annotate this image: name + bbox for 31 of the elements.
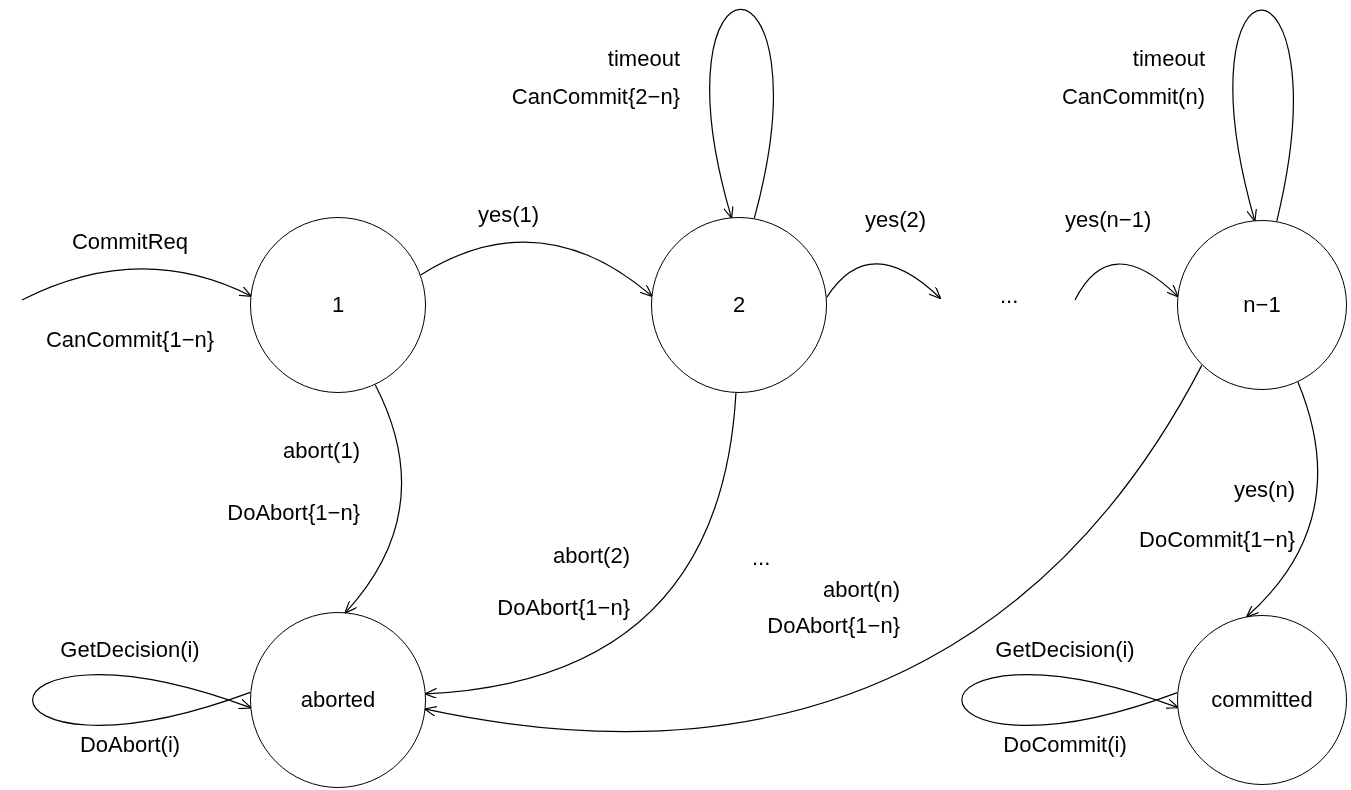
edge-label: yes(2) <box>865 206 927 234</box>
edge-label: yes(1) <box>478 201 540 229</box>
transition-arrow <box>961 674 1179 726</box>
edge-label: abort(1) DoAbort{1−n} <box>226 437 360 527</box>
edge-label: timeout CanCommit{2−n} <box>510 45 680 111</box>
transition-arrow <box>21 268 252 301</box>
transition-arrow <box>344 384 403 614</box>
edge-label: yes(n−1) <box>1065 206 1152 234</box>
state-label: 2 <box>732 292 746 318</box>
transition-arrow <box>1074 263 1179 301</box>
state-label: 1 <box>331 292 345 318</box>
state-label: aborted <box>300 687 376 713</box>
edge-label: yes(n) DoCommit{1−n} <box>1138 476 1295 554</box>
edge-label: GetDecision(i) DoAbort(i) <box>59 636 201 759</box>
transition-arrow <box>1245 381 1319 618</box>
edge-label: CommitReq CanCommit{1−n} <box>44 228 216 354</box>
transition-arrow <box>709 8 774 219</box>
state-label: committed <box>1211 687 1313 713</box>
transition-arrow <box>424 392 737 699</box>
transition-arrow <box>1232 9 1294 222</box>
transition-arrow <box>423 364 1203 733</box>
ellipsis-label: ... <box>1000 283 1019 309</box>
state-label: n−1 <box>1243 292 1281 318</box>
edge-label: abort(2) DoAbort{1−n} <box>496 542 630 622</box>
edge-label: timeout CanCommit(n) <box>1060 45 1205 111</box>
ellipsis-label: ... <box>752 545 771 571</box>
edge-label: abort(n) DoAbort{1−n} <box>766 576 900 640</box>
transition-arrow <box>420 241 653 297</box>
transition-arrow <box>826 263 942 300</box>
edge-label: GetDecision(i) DoCommit(i) <box>994 636 1136 759</box>
transition-arrow <box>31 674 252 726</box>
